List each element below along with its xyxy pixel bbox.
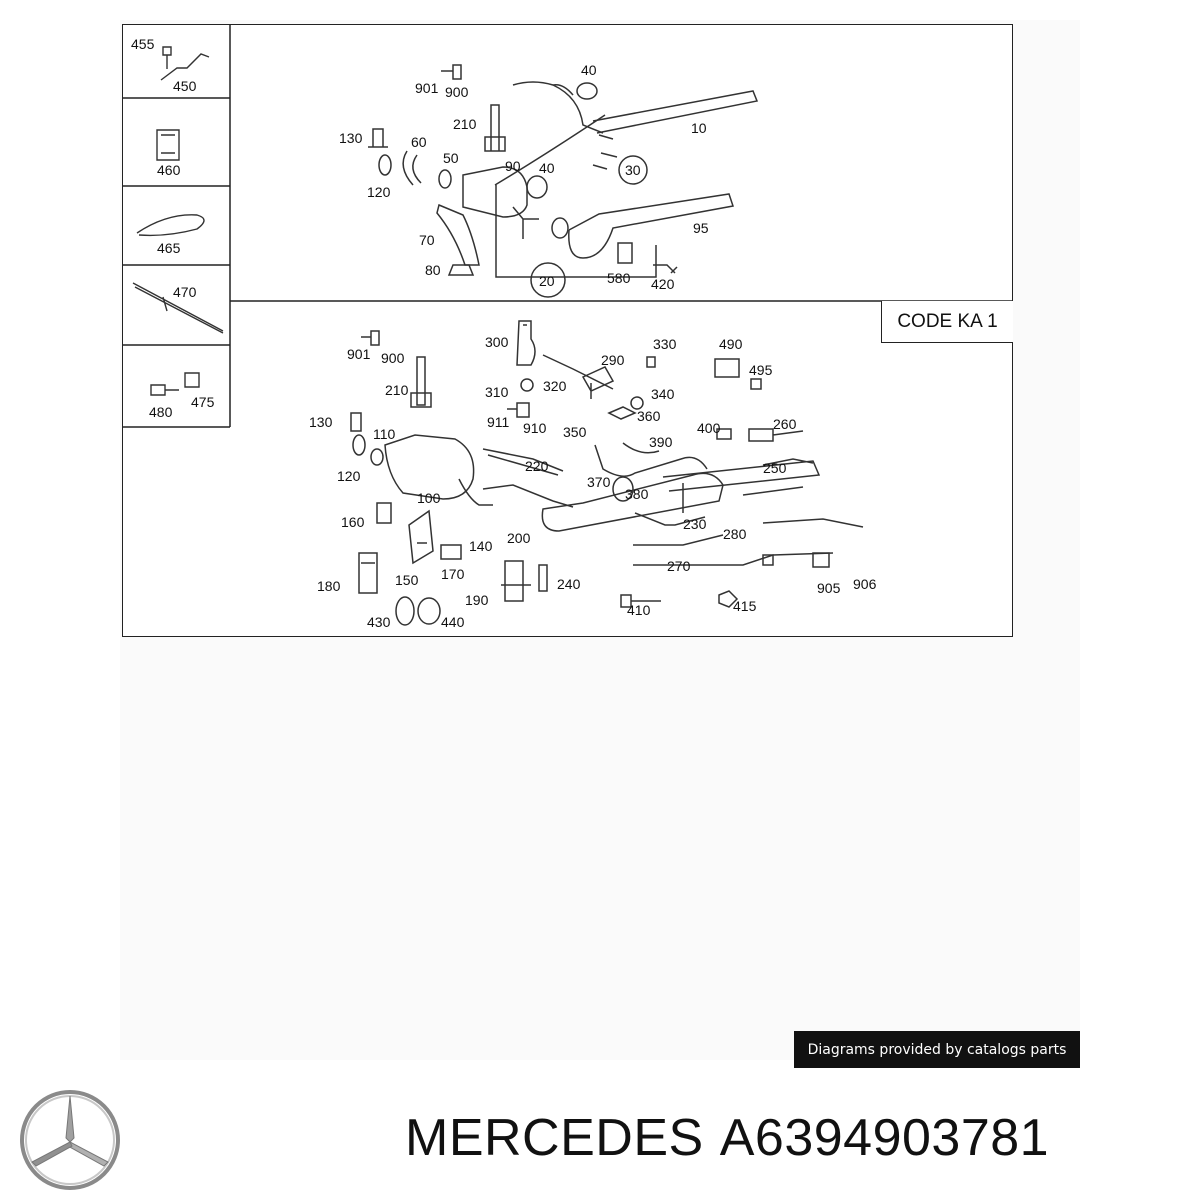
bottom-parts <box>350 320 864 626</box>
callout-470: 470 <box>173 284 197 300</box>
callout-70: 70 <box>419 232 435 248</box>
bottom-section-labels: 901 900 300 290 330 490 495 210 310 320 … <box>309 334 877 630</box>
part-number: A6394903781 <box>719 1109 1050 1167</box>
callout-230: 230 <box>683 516 707 532</box>
diagram-drawing: 901 900 210 130 60 50 90 40 40 10 30 120… <box>123 25 1012 630</box>
page-title: MERCEDES A6394903781 <box>405 1108 1049 1168</box>
callout-190: 190 <box>465 592 489 608</box>
callout-495: 495 <box>749 362 773 378</box>
callout-220: 220 <box>525 458 549 474</box>
mercedes-star-icon <box>20 1090 120 1190</box>
callout-580: 580 <box>607 270 631 286</box>
callout-300: 300 <box>485 334 509 350</box>
callout-905: 905 <box>817 580 841 596</box>
callout-465: 465 <box>157 240 181 256</box>
callout-10: 10 <box>691 120 707 136</box>
callout-100: 100 <box>417 490 441 506</box>
top-section-labels: 901 900 210 130 60 50 90 40 40 10 30 120… <box>339 62 709 292</box>
callout-900-bottom: 900 <box>381 350 405 366</box>
callout-60: 60 <box>411 134 427 150</box>
callout-40-lower: 40 <box>539 160 555 176</box>
diagram-credit-banner: Diagrams provided by catalogs parts <box>794 1031 1080 1068</box>
callout-120-bottom: 120 <box>337 468 361 484</box>
callout-901-top: 901 <box>415 80 439 96</box>
side-parts <box>132 46 224 396</box>
callout-906: 906 <box>853 576 877 592</box>
callout-490: 490 <box>719 336 743 352</box>
callout-480: 480 <box>149 404 173 420</box>
callout-260: 260 <box>773 416 797 432</box>
callout-140: 140 <box>469 538 493 554</box>
callout-130-bottom: 130 <box>309 414 333 430</box>
callout-170: 170 <box>441 566 465 582</box>
callout-210-bottom: 210 <box>385 382 409 398</box>
side-panel-labels: 455 450 460 465 470 480 475 <box>131 36 215 420</box>
callout-30: 30 <box>625 162 641 178</box>
callout-440: 440 <box>441 614 465 630</box>
callout-420: 420 <box>651 276 675 292</box>
callout-910: 910 <box>523 420 547 436</box>
callout-360: 360 <box>637 408 661 424</box>
callout-350: 350 <box>563 424 587 440</box>
callout-455: 455 <box>131 36 155 52</box>
callout-901-bottom: 901 <box>347 346 371 362</box>
callout-250: 250 <box>763 460 787 476</box>
callout-475: 475 <box>191 394 215 410</box>
top-parts <box>368 64 759 298</box>
callout-50: 50 <box>443 150 459 166</box>
callout-180: 180 <box>317 578 341 594</box>
callout-390: 390 <box>649 434 673 450</box>
callout-80: 80 <box>425 262 441 278</box>
callout-400: 400 <box>697 420 721 436</box>
callout-415: 415 <box>733 598 757 614</box>
callout-160: 160 <box>341 514 365 530</box>
callout-240: 240 <box>557 576 581 592</box>
callout-900-top: 900 <box>445 84 469 100</box>
callout-130-top: 130 <box>339 130 363 146</box>
parts-diagram: 901 900 210 130 60 50 90 40 40 10 30 120… <box>122 24 1013 637</box>
callout-40-upper: 40 <box>581 62 597 78</box>
callout-95: 95 <box>693 220 709 236</box>
callout-110: 110 <box>373 426 396 442</box>
callout-90: 90 <box>505 158 521 174</box>
code-label: CODE KA 1 <box>881 301 1013 343</box>
brand-name: MERCEDES <box>405 1109 704 1167</box>
callout-150: 150 <box>395 572 419 588</box>
callout-210-top: 210 <box>453 116 477 132</box>
callout-290: 290 <box>601 352 625 368</box>
callout-340: 340 <box>651 386 675 402</box>
callout-380: 380 <box>625 486 649 502</box>
callout-911: 911 <box>487 414 510 430</box>
callout-370: 370 <box>587 474 611 490</box>
callout-270: 270 <box>667 558 691 574</box>
callout-330: 330 <box>653 336 677 352</box>
callout-280: 280 <box>723 526 747 542</box>
callout-450: 450 <box>173 78 197 94</box>
callout-430: 430 <box>367 614 391 630</box>
callout-310: 310 <box>485 384 509 400</box>
callout-120-top: 120 <box>367 184 391 200</box>
callout-410: 410 <box>627 602 651 618</box>
callout-200: 200 <box>507 530 531 546</box>
callout-460: 460 <box>157 162 181 178</box>
callout-20: 20 <box>539 273 555 289</box>
callout-320: 320 <box>543 378 567 394</box>
